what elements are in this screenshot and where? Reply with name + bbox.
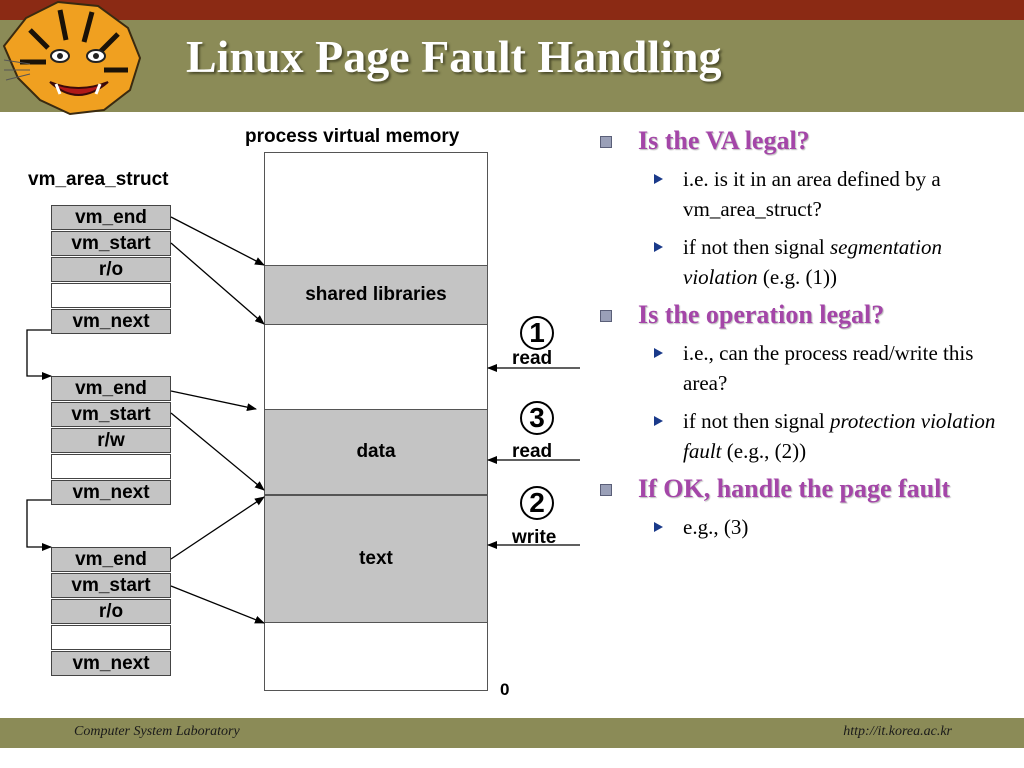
bullet-triangle-icon <box>654 522 663 532</box>
arrow-vma3-end <box>170 496 265 560</box>
bullet-operation-legal: Is the operation legal? <box>598 300 1008 330</box>
page-title: Linux Page Fault Handling <box>186 31 722 82</box>
sub-bullet: if not then signal segmentation violatio… <box>598 232 1008 292</box>
bullet-box-icon <box>600 136 612 148</box>
footer-lab-name: Computer System Laboratory <box>74 724 240 739</box>
vma1-vm-next: vm_next <box>51 309 171 334</box>
title-bar <box>0 20 1024 112</box>
vma1-vm-start: vm_start <box>51 231 171 256</box>
sub-bullet: e.g., (3) <box>598 512 1008 542</box>
top-bar <box>0 0 1024 20</box>
segment-shared-libraries: shared libraries <box>264 265 488 325</box>
bullet-triangle-icon <box>654 174 663 184</box>
arrow-vma1-start <box>170 242 265 325</box>
vma1-vm-end: vm_end <box>51 205 171 230</box>
bullet-va-legal: Is the VA legal? <box>598 126 1008 156</box>
vma2-vm-start: vm_start <box>51 402 171 427</box>
process-memory-label: process virtual memory <box>245 126 460 147</box>
access-number-2: 2 <box>520 486 554 520</box>
bullet-box-icon <box>600 484 612 496</box>
vma2-blank-field <box>51 454 171 479</box>
address-zero-label: 0 <box>500 680 510 699</box>
tiger-logo-icon <box>2 0 142 116</box>
access-label-2: write <box>512 527 557 548</box>
vma3-vm-end: vm_end <box>51 547 171 572</box>
sub-bullet: i.e. is it in an area defined by a vm_ar… <box>598 164 1008 224</box>
access-label-1: read <box>512 348 553 369</box>
bullet-handle-fault: If OK, handle the page fault <box>598 474 1008 504</box>
bullet-triangle-icon <box>654 348 663 358</box>
bullet-triangle-icon <box>654 242 663 252</box>
vma2-vm-end: vm_end <box>51 376 171 401</box>
vma3-vm-start: vm_start <box>51 573 171 598</box>
vma2-vm-next: vm_next <box>51 480 171 505</box>
vma3-blank-field <box>51 625 171 650</box>
footer-bar <box>0 718 1024 748</box>
footer-url: http://it.korea.ac.kr <box>843 724 952 739</box>
vma1-permissions: r/o <box>51 257 171 282</box>
access-label-3: read <box>512 441 553 462</box>
bullet-triangle-icon <box>654 416 663 426</box>
arrow-vma2-start <box>170 412 265 491</box>
vma2-permissions: r/w <box>51 428 171 453</box>
vm-area-struct-label: vm_area_struct <box>28 169 169 190</box>
sub-bullet: i.e., can the process read/write this ar… <box>598 338 1008 398</box>
vma3-permissions: r/o <box>51 599 171 624</box>
segment-text: text <box>264 495 488 623</box>
link-vma1-to-vma2 <box>26 329 52 380</box>
access-number-3: 3 <box>520 401 554 435</box>
bullet-box-icon <box>600 310 612 322</box>
sub-bullet: if not then signal protection violation … <box>598 406 1008 466</box>
segment-data: data <box>264 409 488 495</box>
arrow-vma3-start <box>170 585 265 624</box>
vma1-blank-field <box>51 283 171 308</box>
vma3-vm-next: vm_next <box>51 651 171 676</box>
bullet-list: Is the VA legal? i.e. is it in an area d… <box>598 126 1008 550</box>
arrow-vma2-end <box>170 390 257 412</box>
access-number-1: 1 <box>520 316 554 350</box>
arrow-vma1-end <box>170 216 265 266</box>
link-vma2-to-vma3 <box>26 499 52 551</box>
